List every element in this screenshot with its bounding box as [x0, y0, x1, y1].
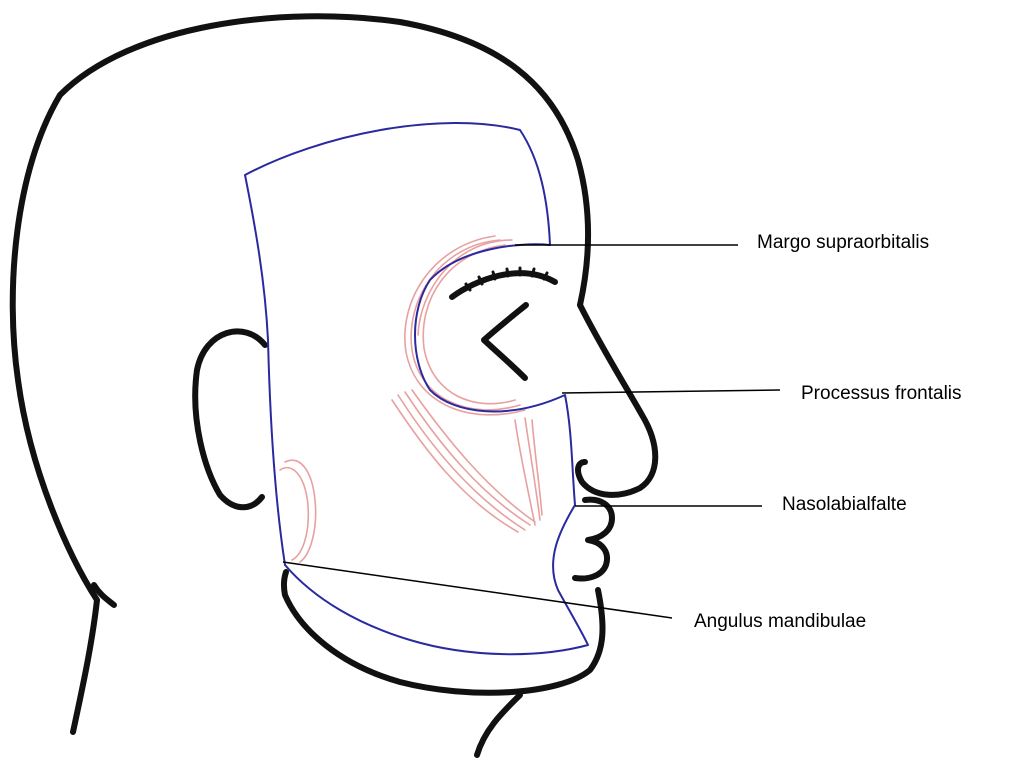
label-angulus-mandibulae: Angulus mandibulae	[694, 612, 866, 631]
label-margo-supraorbitalis: Margo supraorbitalis	[757, 233, 929, 252]
label-nasolabialfalte: Nasolabialfalte	[782, 495, 907, 514]
face-profile-outline	[578, 305, 655, 495]
eye	[484, 305, 526, 378]
ear-outline	[195, 331, 265, 507]
face-region-outline	[245, 123, 588, 654]
chin-jaw-outline	[284, 572, 603, 693]
leader-processus-frontalis	[562, 390, 780, 393]
leader-angulus-mandibulae	[283, 562, 672, 618]
lips-outline	[575, 500, 612, 579]
label-processus-frontalis: Processus frontalis	[801, 384, 962, 403]
muscle-sketch	[280, 236, 542, 562]
neck-front-line	[477, 695, 520, 755]
